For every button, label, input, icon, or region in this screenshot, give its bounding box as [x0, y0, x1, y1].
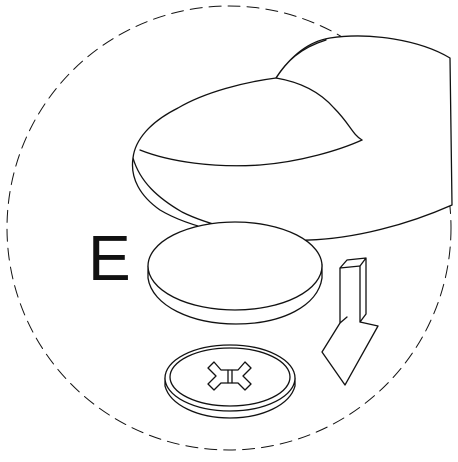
battery-holder — [165, 345, 295, 418]
step-label: E — [88, 226, 131, 290]
finger-icon — [132, 36, 452, 240]
arrow-down-icon — [322, 266, 378, 385]
coin-battery — [148, 222, 322, 324]
